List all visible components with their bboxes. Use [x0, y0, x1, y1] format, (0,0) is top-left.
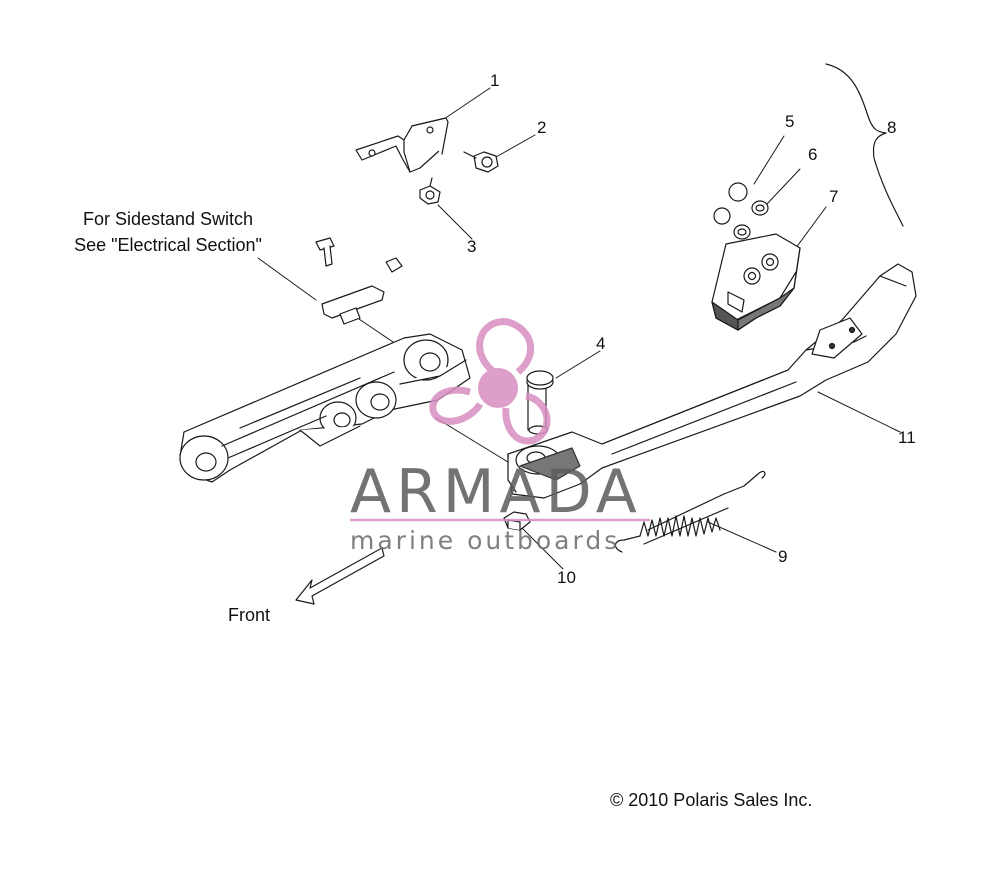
front-arrow [295, 547, 385, 605]
watermark-subtitle: marine outboards [350, 526, 621, 555]
foot-pad-part-7 [711, 233, 801, 331]
bolt-part-2 [463, 151, 499, 173]
copyright-text: © 2010 Polaris Sales Inc. [610, 790, 813, 810]
sidestand-switch-note: For Sidestand Switch See "Electrical Sec… [50, 206, 286, 258]
note-line-2: See "Electrical Section" [74, 235, 262, 255]
callout-4: 4 [596, 334, 606, 353]
callout-7: 7 [829, 187, 839, 206]
switch-parts [315, 237, 403, 325]
callout-9: 9 [778, 547, 788, 566]
callout-3: 3 [467, 237, 477, 256]
callout-6: 6 [808, 145, 818, 164]
watermark-logo [350, 318, 650, 522]
callout-8: 8 [887, 118, 897, 137]
callout-1: 1 [490, 71, 500, 90]
pivot-bracket [179, 333, 471, 483]
callout-10: 10 [557, 568, 576, 587]
propeller-hub [478, 368, 518, 408]
group-brace [825, 63, 904, 227]
callout-5: 5 [785, 112, 795, 131]
callout-2: 2 [537, 118, 547, 137]
bracket-part-1 [355, 117, 449, 173]
sidestand-part-11 [507, 263, 917, 499]
cap-parts-5-6 [713, 182, 769, 240]
propeller-icon [429, 318, 551, 445]
bolt-part-3 [419, 177, 441, 205]
note-line-1: For Sidestand Switch [82, 209, 254, 229]
spring-part-9 [614, 470, 766, 553]
callout-11: 11 [898, 428, 916, 447]
watermark-title: ARMADA [350, 457, 642, 527]
leader-lines [257, 87, 901, 570]
front-label: Front [228, 605, 271, 625]
